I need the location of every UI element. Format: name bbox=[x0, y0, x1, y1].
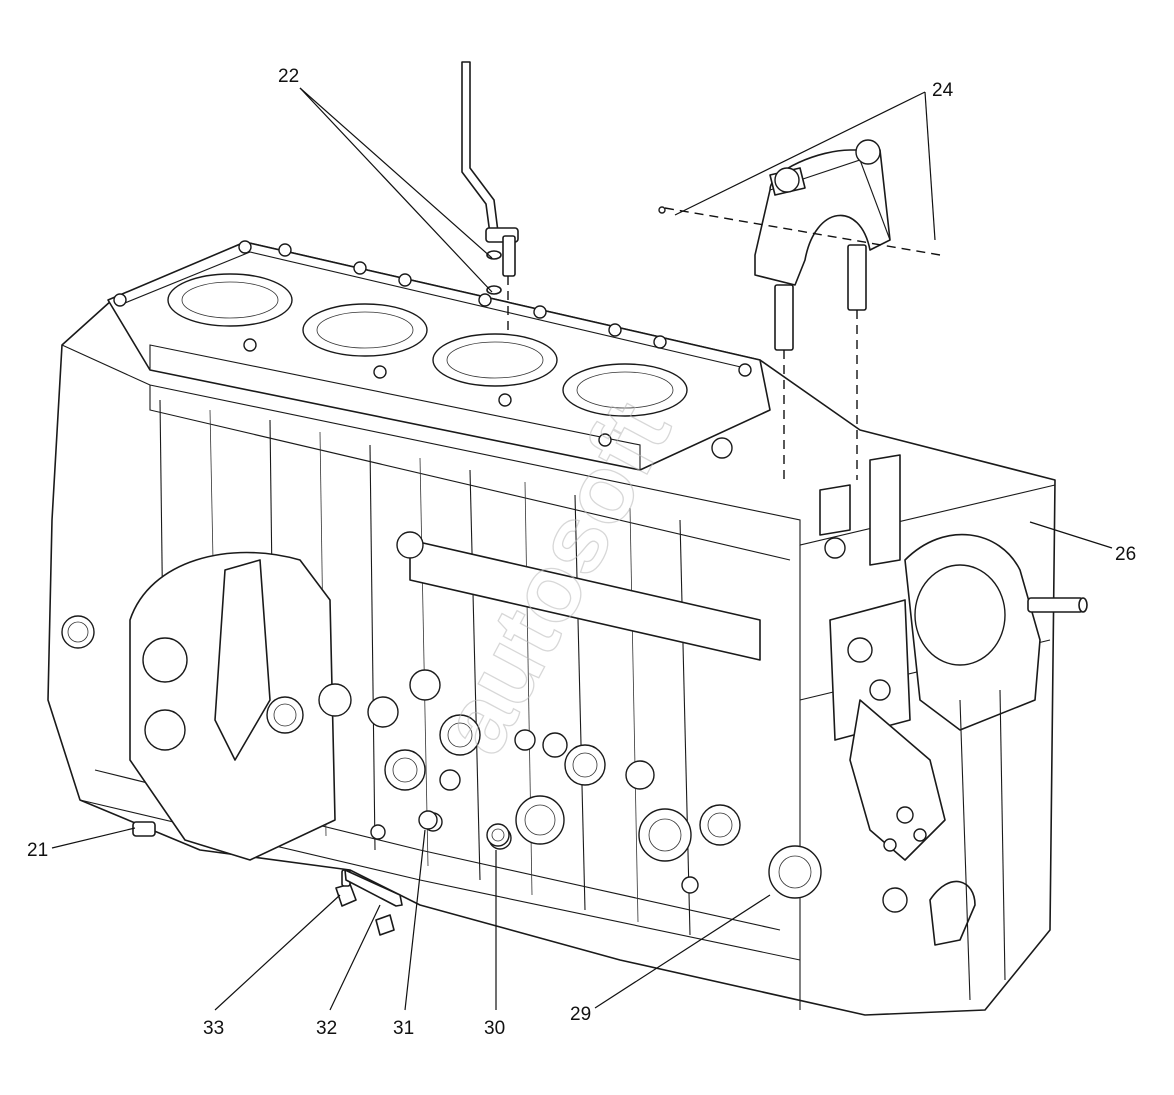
rear-stud bbox=[1027, 597, 1088, 613]
leader-22b bbox=[299, 87, 493, 293]
callout-29: 29 bbox=[570, 1004, 591, 1025]
dipstick-tube-assembly bbox=[461, 61, 519, 330]
callout-labels: 22 24 26 21 33 32 31 30 29 bbox=[27, 66, 1136, 1039]
callout-30: 30 bbox=[484, 1018, 505, 1039]
cylinder-head-frame bbox=[107, 240, 771, 471]
callout-26: 26 bbox=[1115, 544, 1136, 565]
leader-29 bbox=[594, 894, 771, 1009]
leader-22a bbox=[299, 87, 493, 259]
block-rear-face bbox=[711, 437, 1041, 1001]
callout-24: 24 bbox=[932, 80, 954, 101]
leader-31 bbox=[404, 829, 426, 1011]
main-bearing-cap-assembly bbox=[658, 139, 941, 480]
leader-26 bbox=[1029, 521, 1113, 549]
callout-32: 32 bbox=[316, 1018, 337, 1039]
leader-21 bbox=[51, 827, 136, 849]
callout-31: 31 bbox=[393, 1018, 414, 1039]
leader-lines bbox=[51, 87, 1113, 1011]
fastener-group bbox=[132, 810, 510, 936]
leader-24a bbox=[674, 91, 926, 216]
callout-33: 33 bbox=[203, 1018, 224, 1039]
callout-21: 21 bbox=[27, 840, 48, 861]
leader-33 bbox=[214, 894, 341, 1011]
leader-32 bbox=[329, 904, 381, 1011]
callout-22: 22 bbox=[278, 66, 299, 87]
leader-24b bbox=[924, 91, 936, 241]
block-side-ribs bbox=[61, 399, 822, 936]
